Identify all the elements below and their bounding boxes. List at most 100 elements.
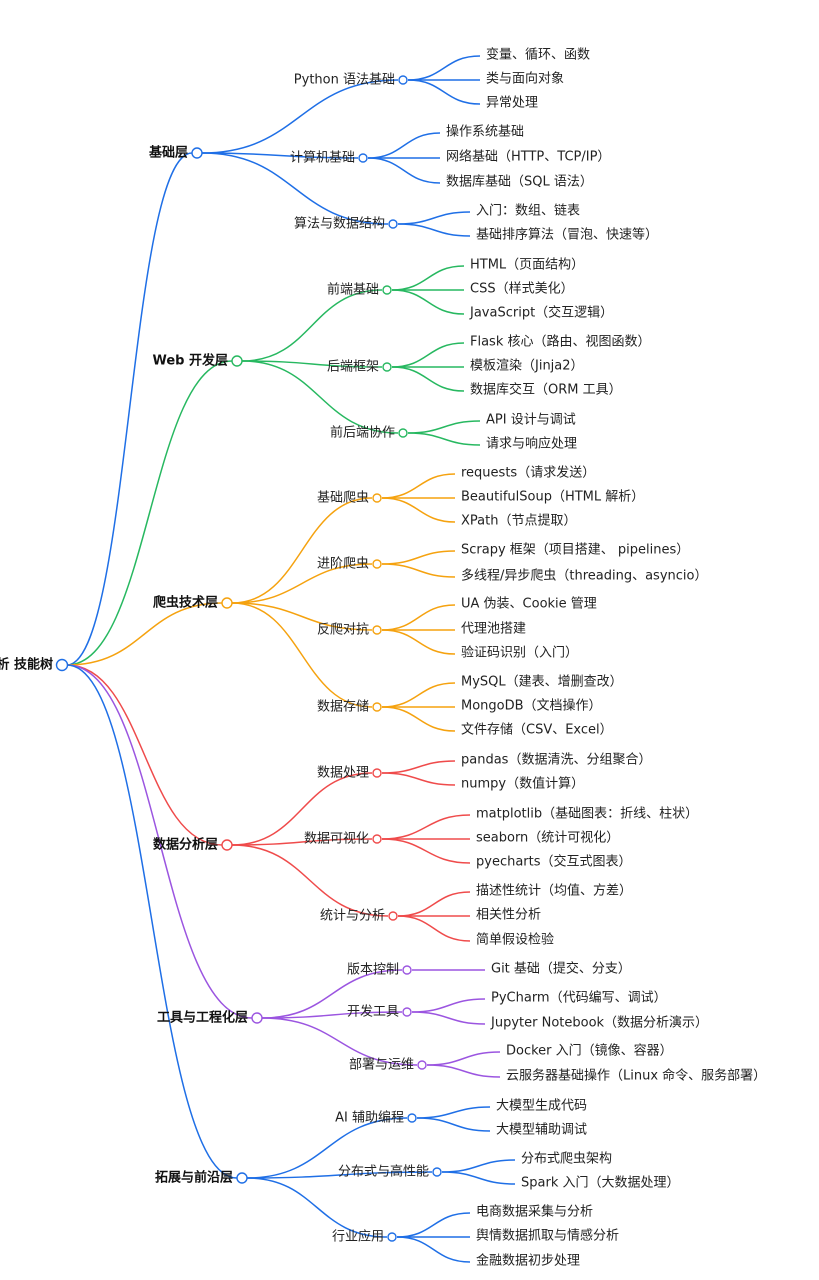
- leaf-node-label[interactable]: Jupyter Notebook（数据分析演示）: [490, 1015, 708, 1031]
- topic-node-dot[interactable]: [372, 834, 382, 844]
- leaf-node-label[interactable]: 请求与响应处理: [486, 436, 577, 452]
- topic-node-label[interactable]: 前端基础: [327, 282, 379, 298]
- branch-node-label[interactable]: 拓展与前沿层: [155, 1170, 233, 1186]
- leaf-node-label[interactable]: 多线程/异步爬虫（threading、asyncio）: [461, 568, 707, 584]
- leaf-node-label[interactable]: 金融数据初步处理: [476, 1253, 580, 1269]
- branch-node-label[interactable]: Web 开发层: [152, 353, 228, 369]
- topic-node-dot[interactable]: [382, 362, 392, 372]
- topic-node-dot[interactable]: [432, 1167, 442, 1177]
- topic-node-dot[interactable]: [388, 911, 398, 921]
- topic-node-label[interactable]: 反爬对抗: [317, 623, 369, 638]
- topic-node-dot[interactable]: [372, 768, 382, 778]
- leaf-node-label[interactable]: 变量、循环、函数: [486, 47, 590, 63]
- topic-node-label[interactable]: 统计与分析: [320, 909, 385, 924]
- branch-node-label[interactable]: 爬虫技术层: [152, 595, 218, 611]
- topic-node-label[interactable]: 基础爬虫: [317, 491, 369, 506]
- branch-node-dot[interactable]: [251, 1012, 263, 1024]
- topic-node-label[interactable]: 进阶爬虫: [317, 557, 369, 572]
- leaf-node-label[interactable]: MySQL（建表、增删查改）: [461, 675, 623, 690]
- leaf-node-label[interactable]: Flask 核心（路由、视图函数）: [470, 334, 651, 350]
- leaf-node-label[interactable]: 电商数据采集与分析: [476, 1204, 593, 1220]
- leaf-node-label[interactable]: 代理池搭建: [461, 621, 526, 637]
- leaf-node-label[interactable]: 描述性统计（均值、方差）: [476, 883, 632, 899]
- topic-node-label[interactable]: 数据处理: [317, 766, 369, 781]
- leaf-node-label[interactable]: 基础排序算法（冒泡、快速等）: [476, 227, 658, 243]
- topic-node-dot[interactable]: [372, 625, 382, 635]
- leaf-node-label[interactable]: requests（请求发送）: [461, 465, 595, 481]
- branch-node-dot[interactable]: [221, 839, 233, 851]
- topic-node-label[interactable]: 前后端协作: [330, 425, 395, 441]
- topic-node-label[interactable]: 数据可视化: [304, 832, 369, 847]
- leaf-node-label[interactable]: seaborn（统计可视化）: [476, 831, 619, 846]
- topic-node-label[interactable]: 算法与数据结构: [294, 217, 385, 232]
- leaf-node-label[interactable]: pandas（数据清洗、分组聚合）: [461, 753, 651, 768]
- topic-node-dot[interactable]: [372, 702, 382, 712]
- topic-node-dot[interactable]: [382, 285, 392, 295]
- leaf-node-label[interactable]: 数据库基础（SQL 语法）: [446, 174, 593, 190]
- topic-node-dot[interactable]: [417, 1060, 427, 1070]
- leaf-node-label[interactable]: MongoDB（文档操作）: [461, 698, 602, 714]
- leaf-node-label[interactable]: BeautifulSoup（HTML 解析）: [461, 490, 644, 505]
- branch-node-dot[interactable]: [231, 355, 243, 367]
- topic-node-dot[interactable]: [372, 493, 382, 503]
- leaf-node-label[interactable]: 入门：数组、链表: [476, 204, 580, 219]
- leaf-node-label[interactable]: Git 基础（提交、分支）: [491, 961, 631, 977]
- topic-node-label[interactable]: 数据存储: [317, 700, 369, 715]
- leaf-node-label[interactable]: numpy（数值计算）: [461, 776, 584, 792]
- topic-node-dot[interactable]: [358, 153, 368, 163]
- leaf-node-label[interactable]: XPath（节点提取）: [461, 513, 576, 529]
- leaf-node-label[interactable]: 相关性分析: [476, 908, 541, 923]
- leaf-node-label[interactable]: API 设计与调试: [486, 413, 576, 428]
- topic-node-label[interactable]: AI 辅助编程: [335, 1111, 404, 1126]
- leaf-node-label[interactable]: PyCharm（代码编写、调试）: [491, 991, 667, 1006]
- leaf-node-label[interactable]: 数据库交互（ORM 工具）: [470, 382, 622, 398]
- leaf-node-label[interactable]: 分布式爬虫架构: [521, 1152, 612, 1167]
- leaf-node-label[interactable]: 异常处理: [486, 96, 538, 111]
- leaf-node-label[interactable]: pyecharts（交互式图表）: [476, 854, 632, 870]
- topic-node-dot[interactable]: [402, 965, 412, 975]
- leaf-node-label[interactable]: 网络基础（HTTP、TCP/IP）: [446, 149, 610, 165]
- leaf-node-label[interactable]: UA 伪装、Cookie 管理: [461, 597, 597, 612]
- branch-node-label[interactable]: 基础层: [148, 145, 188, 161]
- leaf-node-label[interactable]: Scrapy 框架（项目搭建、 pipelines）: [461, 542, 689, 558]
- branch-node-dot[interactable]: [236, 1172, 248, 1184]
- topic-node-dot[interactable]: [387, 1232, 397, 1242]
- leaf-node-label[interactable]: 类与面向对象: [486, 71, 564, 87]
- topic-node-dot[interactable]: [388, 219, 398, 229]
- branch-node-label[interactable]: 数据分析层: [153, 837, 218, 853]
- topic-node-label[interactable]: Python 语法基础: [294, 73, 395, 88]
- leaf-node-label[interactable]: 操作系统基础: [446, 124, 524, 140]
- leaf-node-label[interactable]: 文件存储（CSV、Excel）: [461, 723, 613, 738]
- topic-node-dot[interactable]: [407, 1113, 417, 1123]
- root-node-label[interactable]: 析 技能树: [0, 657, 53, 673]
- topic-node-label[interactable]: 后端框架: [327, 360, 379, 375]
- branch-node-label[interactable]: 工具与工程化层: [157, 1010, 248, 1026]
- leaf-node-label[interactable]: 大模型辅助调试: [496, 1123, 587, 1138]
- leaf-node-label[interactable]: Spark 入门（大数据处理）: [521, 1176, 679, 1191]
- leaf-node-label[interactable]: 大模型生成代码: [496, 1099, 587, 1114]
- branch-node-dot[interactable]: [191, 147, 203, 159]
- leaf-node-label[interactable]: 验证码识别（入门）: [461, 645, 578, 661]
- leaf-node-label[interactable]: matplotlib（基础图表：折线、柱状）: [476, 807, 698, 822]
- topic-node-dot[interactable]: [372, 559, 382, 569]
- leaf-node-label[interactable]: JavaScript（交互逻辑）: [469, 305, 613, 321]
- leaf-node-label[interactable]: 舆情数据抓取与情感分析: [476, 1228, 619, 1244]
- topic-node-label[interactable]: 行业应用: [332, 1229, 384, 1245]
- topic-node-dot[interactable]: [402, 1007, 412, 1017]
- leaf-node-label[interactable]: CSS（样式美化）: [470, 282, 574, 297]
- branch-node-dot[interactable]: [221, 597, 233, 609]
- leaf-node-label[interactable]: 云服务器基础操作（Linux 命令、服务部署）: [506, 1068, 766, 1084]
- leaf-node-label[interactable]: HTML（页面结构）: [470, 258, 584, 273]
- topic-node-label[interactable]: 部署与运维: [349, 1058, 414, 1073]
- leaf-node-label[interactable]: Docker 入门（镜像、容器）: [506, 1043, 673, 1059]
- leaf-node-label[interactable]: 简单假设检验: [476, 932, 554, 948]
- topic-node-label[interactable]: 分布式与高性能: [338, 1164, 429, 1180]
- topic-node-dot[interactable]: [398, 428, 408, 438]
- topic-node-label[interactable]: 计算机基础: [290, 151, 355, 166]
- edge: [201, 152, 359, 159]
- root-node-dot[interactable]: [55, 658, 69, 672]
- topic-node-dot[interactable]: [398, 75, 408, 85]
- topic-node-label[interactable]: 版本控制: [347, 963, 399, 978]
- topic-node-label[interactable]: 开发工具: [347, 1004, 399, 1020]
- leaf-node-label[interactable]: 模板渲染（Jinja2）: [470, 359, 584, 374]
